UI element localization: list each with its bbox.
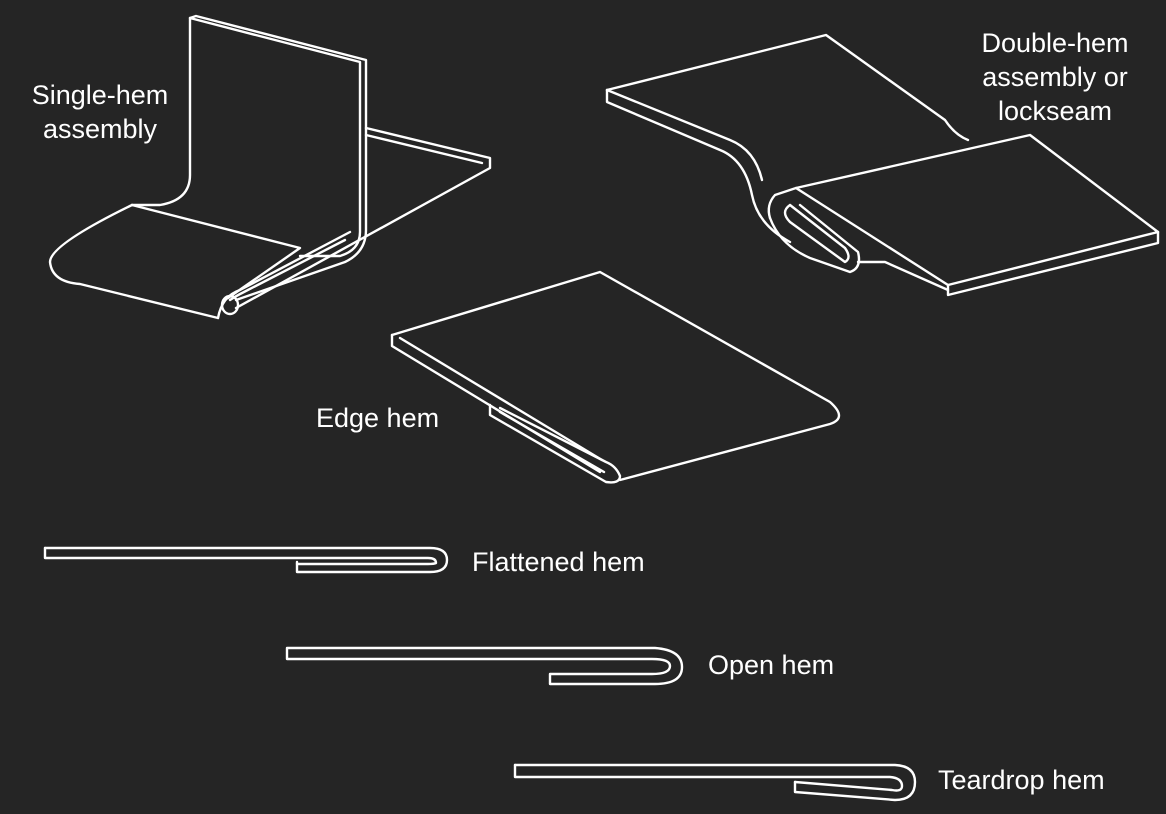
- edge-hem-label: Edge hem: [316, 401, 439, 435]
- edge-hem-drawing: [392, 272, 839, 482]
- single-hem-vertical-panel-thickness: [190, 16, 366, 300]
- teardrop-hem-inner: [515, 765, 902, 791]
- open-hem-label: Open hem: [708, 648, 834, 682]
- flattened-hem-drawing: [45, 548, 447, 572]
- flattened-hem-inner: [45, 548, 436, 564]
- edge-hem-fold-inner: [500, 412, 604, 472]
- single-hem-label: Single-hem assembly: [20, 78, 180, 146]
- teardrop-hem-drawing: [515, 765, 915, 800]
- double-hem-lock-fold-inner: [785, 205, 849, 262]
- single-hem-front-sheet-left: [50, 205, 218, 318]
- double-hem-label-line1: Double-hem: [960, 26, 1150, 60]
- double-hem-lower-sheet-thickness: [948, 232, 1158, 295]
- single-hem-front-sheet: [132, 205, 300, 298]
- single-hem-curl-inner: [230, 240, 345, 300]
- edge-hem-sheet: [392, 272, 839, 480]
- double-hem-lower-sheet: [796, 135, 1158, 285]
- single-hem-label-line1: Single-hem: [20, 78, 180, 112]
- flattened-hem-outer: [45, 548, 447, 572]
- single-hem-label-line2: assembly: [20, 112, 180, 146]
- double-hem-label: Double-hem assembly or lockseam: [960, 26, 1150, 128]
- double-hem-lower-sheet-left: [769, 188, 796, 218]
- double-hem-label-line3: lockseam: [960, 94, 1150, 128]
- single-hem-back-sheet-edge: [366, 135, 482, 163]
- flattened-hem-label: Flattened hem: [472, 545, 645, 579]
- double-hem-label-line2: assembly or: [960, 60, 1150, 94]
- teardrop-hem-outer: [515, 765, 915, 800]
- teardrop-hem-label: Teardrop hem: [938, 763, 1105, 797]
- open-hem-outer: [287, 648, 682, 684]
- double-hem-upper-sheet-front: [607, 90, 790, 242]
- open-hem-drawing: [287, 648, 682, 684]
- single-hem-assembly-drawing: [50, 16, 490, 318]
- edge-hem-sheet-edge: [400, 338, 602, 460]
